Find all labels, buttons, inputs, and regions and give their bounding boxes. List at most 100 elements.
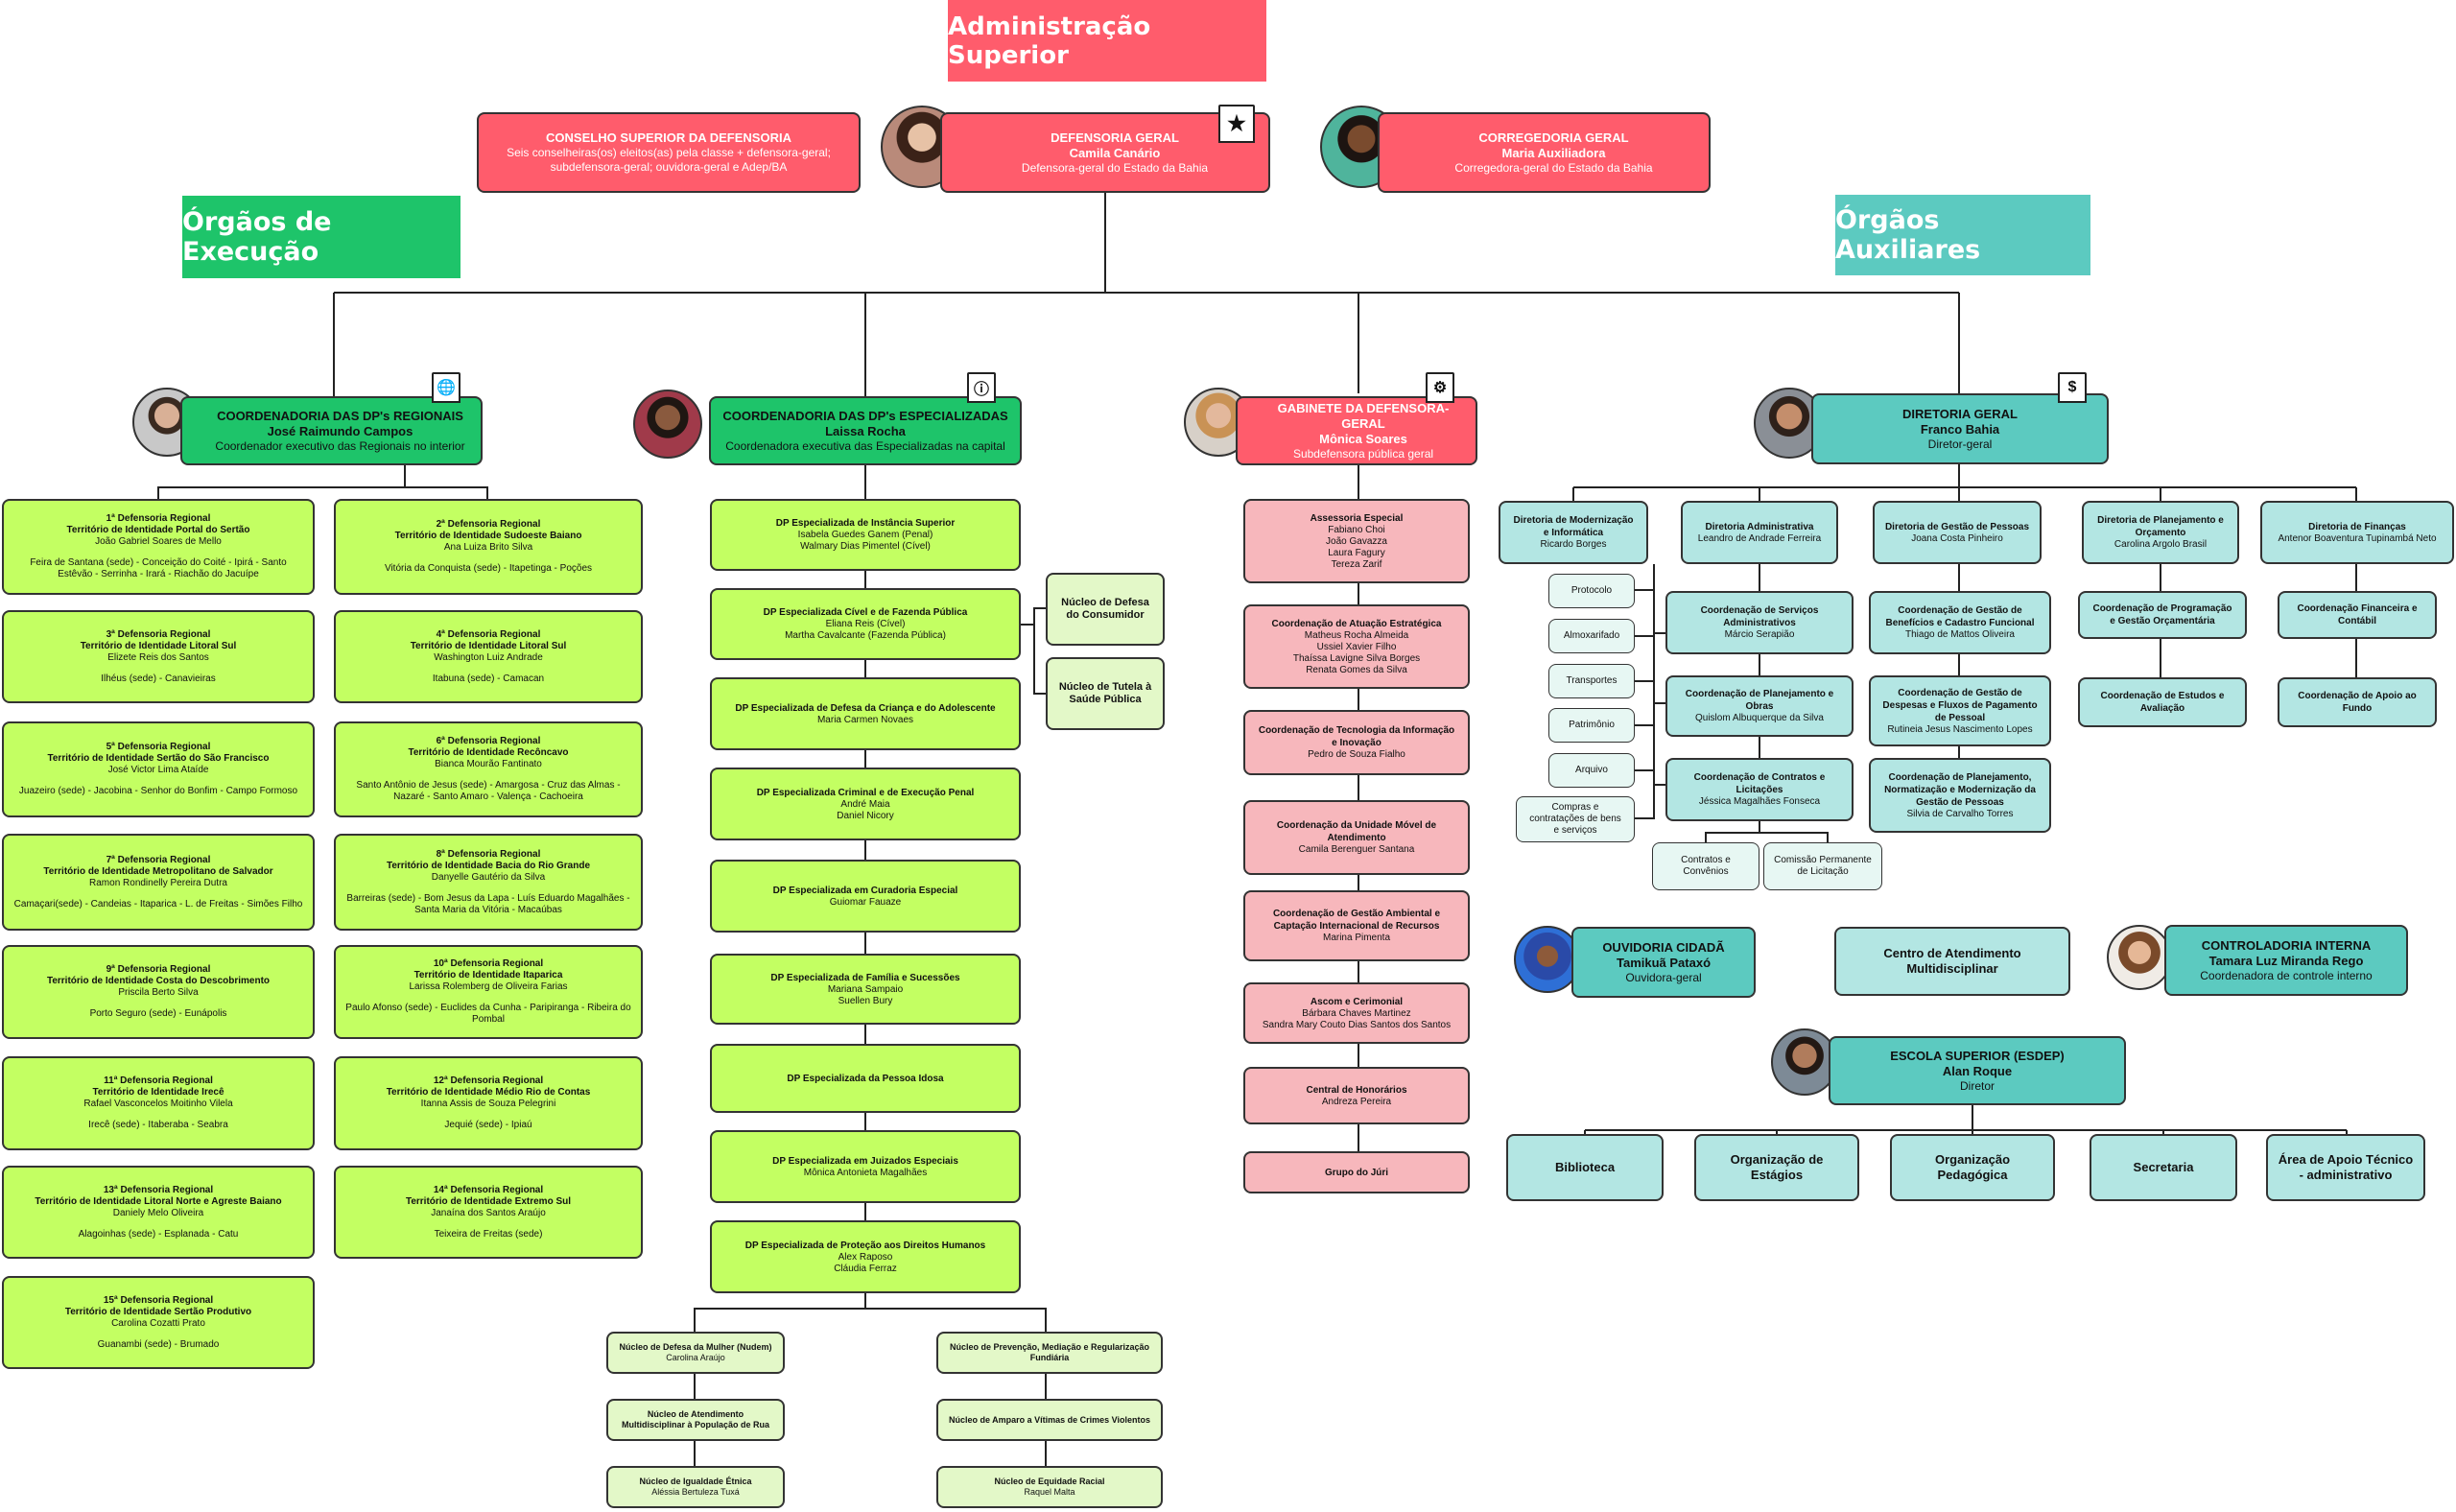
coordenacao-title: Coordenação Financeira e Contábil bbox=[2297, 603, 2418, 626]
unidade-card[interactable]: Protocolo bbox=[1548, 574, 1635, 608]
coordenacao-card[interactable]: Coordenação de Gestão de Despesas e Flux… bbox=[1869, 675, 2051, 746]
unidade-card[interactable]: Almoxarifado bbox=[1548, 619, 1635, 653]
nucleo-saude[interactable]: Núcleo de Tutela à Saúde Pública bbox=[1046, 657, 1165, 730]
coordenacao-card[interactable]: Coordenação de Estudos e Avaliação bbox=[2078, 677, 2247, 727]
gabinete-unit-card[interactable]: Coordenação de Tecnologia da Informação … bbox=[1243, 710, 1470, 775]
defensoria-title: DEFENSORIA GERAL bbox=[1051, 130, 1179, 145]
coordenacao-card[interactable]: Coordenação de Apoio ao Fundo bbox=[2278, 677, 2437, 727]
regionais-role: Coordenador executivo das Regionais no i… bbox=[215, 438, 465, 453]
star-icon: ★ bbox=[1218, 105, 1255, 143]
gabinete-unit-title: Coordenação de Atuação Estratégica bbox=[1271, 618, 1442, 629]
diretoria-geral-box[interactable]: DIRETORIA GERAL Franco Bahia Diretor-ger… bbox=[1811, 393, 2109, 464]
especializada-card[interactable]: DP Especializada de Proteção aos Direito… bbox=[710, 1220, 1021, 1293]
regional-places: Itabuna (sede) - Camacan bbox=[432, 673, 545, 684]
escola-box[interactable]: ESCOLA SUPERIOR (ESDEP) Alan Roque Diret… bbox=[1829, 1036, 2126, 1105]
regional-territory: Território de Identidade Irecê bbox=[92, 1087, 224, 1098]
contratos-sub-card[interactable]: Comissão Permanente de Licitação bbox=[1763, 842, 1882, 890]
especializada-member: Walmary Dias Pimentel (Cível) bbox=[800, 541, 931, 552]
coordenacao-head: Rutineia Jesus Nascimento Lopes bbox=[1887, 723, 2033, 735]
coordenacao-card[interactable]: Coordenação Financeira e Contábil bbox=[2278, 591, 2437, 639]
coord-especializadas-box[interactable]: COORDENADORIA DAS DP's ESPECIALIZADAS La… bbox=[709, 396, 1022, 465]
corregedoria-box[interactable]: CORREGEDORIA GERAL Maria Auxiliadora Cor… bbox=[1378, 112, 1711, 193]
regionais-name: José Raimundo Campos bbox=[267, 423, 413, 438]
nucleo-card[interactable]: Núcleo de Defesa da Mulher (Nudem)Caroli… bbox=[606, 1332, 785, 1374]
gabinete-unit-card[interactable]: Coordenação de Gestão Ambiental e Captaç… bbox=[1243, 890, 1470, 961]
gabinete-box[interactable]: GABINETE DA DEFENSORA-GERAL Mônica Soare… bbox=[1236, 396, 1477, 465]
unidade-card[interactable]: Compras e contratações de bens e serviço… bbox=[1516, 796, 1635, 842]
defensoria-geral-box[interactable]: DEFENSORIA GERAL Camila Canário Defensor… bbox=[940, 112, 1270, 193]
regional-coordinator: João Gabriel Soares de Mello bbox=[95, 536, 222, 547]
especializada-card[interactable]: DP Especializada de Defesa da Criança e … bbox=[710, 677, 1021, 750]
escola-item-card[interactable]: Secretaria bbox=[2090, 1134, 2237, 1201]
escola-item-card[interactable]: Organização Pedagógica bbox=[1890, 1134, 2055, 1201]
contratos-sub-card[interactable]: Contratos e Convênios bbox=[1652, 842, 1759, 890]
especializada-card[interactable]: DP Especializada Criminal e de Execução … bbox=[710, 768, 1021, 840]
unidade-label: Arquivo bbox=[1575, 765, 1608, 775]
gabinete-unit-card[interactable]: Grupo do Júri bbox=[1243, 1151, 1470, 1193]
conselho-superior-box[interactable]: CONSELHO SUPERIOR DA DEFENSORIA Seis con… bbox=[477, 112, 861, 193]
especializada-member: Maria Carmen Novaes bbox=[816, 714, 914, 725]
nucleo-card[interactable]: Núcleo de Amparo a Vítimas de Crimes Vio… bbox=[936, 1399, 1163, 1441]
nucleo-member: Raquel Malta bbox=[1024, 1487, 1075, 1497]
gabinete-unit-card[interactable]: Coordenação da Unidade Móvel de Atendime… bbox=[1243, 800, 1470, 875]
coord-regionais-box[interactable]: COORDENADORIA DAS DP's REGIONAIS José Ra… bbox=[180, 396, 483, 465]
diretoria-card-head: Joana Costa Pinheiro bbox=[1911, 532, 2003, 544]
coordenacao-card[interactable]: Coordenação de Planejamento, Normatizaçã… bbox=[1869, 758, 2051, 833]
escola-item-card[interactable]: Área de Apoio Técnico - administrativo bbox=[2266, 1134, 2425, 1201]
nucleo-title: Núcleo de Defesa da Mulher (Nudem) bbox=[619, 1342, 772, 1352]
escola-item-card[interactable]: Organização de Estágios bbox=[1694, 1134, 1859, 1201]
nucleo-card[interactable]: Núcleo de Atendimento Multidisciplinar à… bbox=[606, 1399, 785, 1441]
especializada-card[interactable]: DP Especializada da Pessoa Idosa bbox=[710, 1044, 1021, 1113]
nucleo-consumidor[interactable]: Núcleo de Defesa do Consumidor bbox=[1046, 573, 1165, 646]
centro-atendimento-box[interactable]: Centro de Atendimento Multidisciplinar bbox=[1834, 927, 2070, 996]
coordenacao-card[interactable]: Coordenação de Programação e Gestão Orça… bbox=[2078, 591, 2247, 639]
gabinete-unit-title: Central de Honorários bbox=[1306, 1084, 1407, 1096]
ouvidoria-box[interactable]: OUVIDORIA CIDADÃ Tamikuã Pataxó Ouvidora… bbox=[1571, 927, 1756, 998]
coordenacao-card[interactable]: Coordenação de Gestão de Benefícios e Ca… bbox=[1869, 591, 2051, 654]
diretoria-card-head: Carolina Argolo Brasil bbox=[2114, 539, 2208, 550]
escola-item-card[interactable]: Biblioteca bbox=[1506, 1134, 1664, 1201]
especializada-card[interactable]: DP Especializada Cível e de Fazenda Públ… bbox=[710, 588, 1021, 660]
controladoria-box[interactable]: CONTROLADORIA INTERNA Tamara Luz Miranda… bbox=[2164, 925, 2408, 996]
regional-territory: Território de Identidade Itaparica bbox=[413, 970, 563, 980]
regional-number: 14ª Defensoria Regional bbox=[433, 1184, 544, 1195]
unidade-card[interactable]: Patrimônio bbox=[1548, 708, 1635, 743]
unidade-card[interactable]: Arquivo bbox=[1548, 753, 1635, 788]
unidade-card[interactable]: Transportes bbox=[1548, 664, 1635, 698]
nucleo-card[interactable]: Núcleo de Prevenção, Mediação e Regulari… bbox=[936, 1332, 1163, 1374]
regional-places: Juazeiro (sede) - Jacobina - Senhor do B… bbox=[18, 786, 298, 796]
